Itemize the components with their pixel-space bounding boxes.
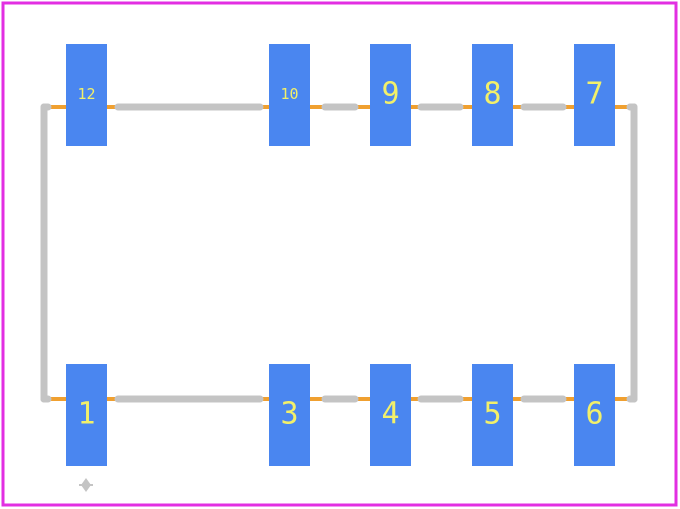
pad-label-5: 5 [483, 397, 501, 432]
pad-label-7: 7 [585, 77, 603, 112]
pad-4 [370, 364, 411, 466]
pad-5 [472, 364, 513, 466]
pad-7 [574, 44, 615, 146]
pad-12 [66, 44, 107, 146]
silkscreen-outline [40, 103, 638, 403]
pad-9 [370, 44, 411, 146]
pad-label-1: 1 [77, 397, 95, 432]
pad-label-8: 8 [483, 77, 501, 112]
pad-label-12: 12 [77, 85, 95, 103]
diamond-marker-icon [79, 478, 93, 492]
pad-row-bottom: 1 3 4 5 6 [66, 364, 615, 466]
pad-row-top: 12 10 9 8 7 [66, 44, 615, 146]
pad-6 [574, 364, 615, 466]
pad-10 [269, 44, 310, 146]
pad-label-10: 10 [280, 85, 298, 103]
copper-traces [44, 105, 636, 401]
pad-label-9: 9 [381, 77, 399, 112]
pad-3 [269, 364, 310, 466]
pad-label-4: 4 [381, 397, 399, 432]
pad-1 [66, 364, 107, 466]
pad-label-6: 6 [585, 397, 603, 432]
pad-label-3: 3 [280, 397, 298, 432]
pad-8 [472, 44, 513, 146]
